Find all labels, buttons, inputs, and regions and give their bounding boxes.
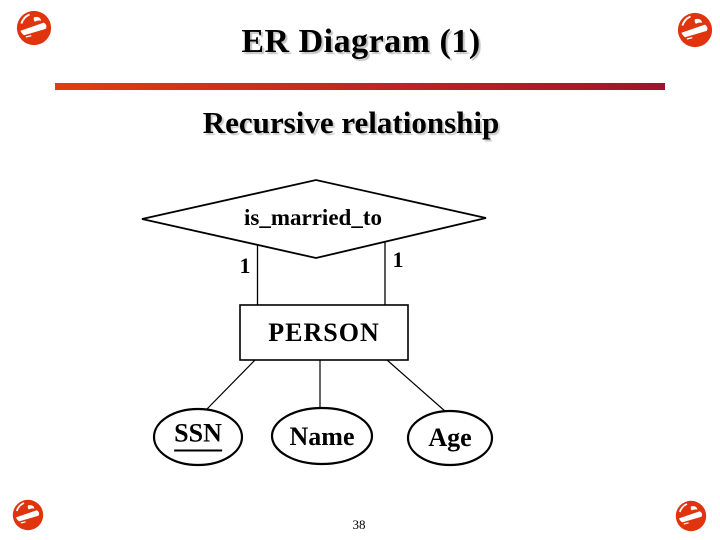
- relationship-label: is_married_to: [244, 205, 382, 230]
- connector-line-age: [386, 359, 447, 413]
- attribute-ellipse-name: [270, 406, 374, 466]
- attribute-label-age: Age: [428, 423, 472, 452]
- globe-swoosh-logo-icon: [16, 10, 52, 46]
- slide-subtitle: Recursive relationship: [202, 105, 500, 140]
- cardinality-label-right: 1: [392, 247, 404, 272]
- entity-label: PERSON: [268, 318, 380, 347]
- attribute-label-name: Name: [289, 422, 355, 451]
- title-underline-bar: [55, 83, 665, 90]
- attribute-ellipse-age: [406, 409, 494, 467]
- globe-swoosh-logo-icon: [677, 12, 713, 48]
- attribute-label-ssn: SSN: [174, 419, 222, 452]
- page-number: 38: [352, 517, 366, 532]
- entity-rectangle: [239, 304, 409, 361]
- globe-swoosh-logo-icon: [675, 500, 707, 532]
- cardinality-label-left: 1: [239, 253, 251, 278]
- page-title: ER Diagram (1): [241, 23, 481, 60]
- globe-swoosh-logo-icon: [12, 499, 44, 531]
- connector-line-ssn: [206, 359, 256, 410]
